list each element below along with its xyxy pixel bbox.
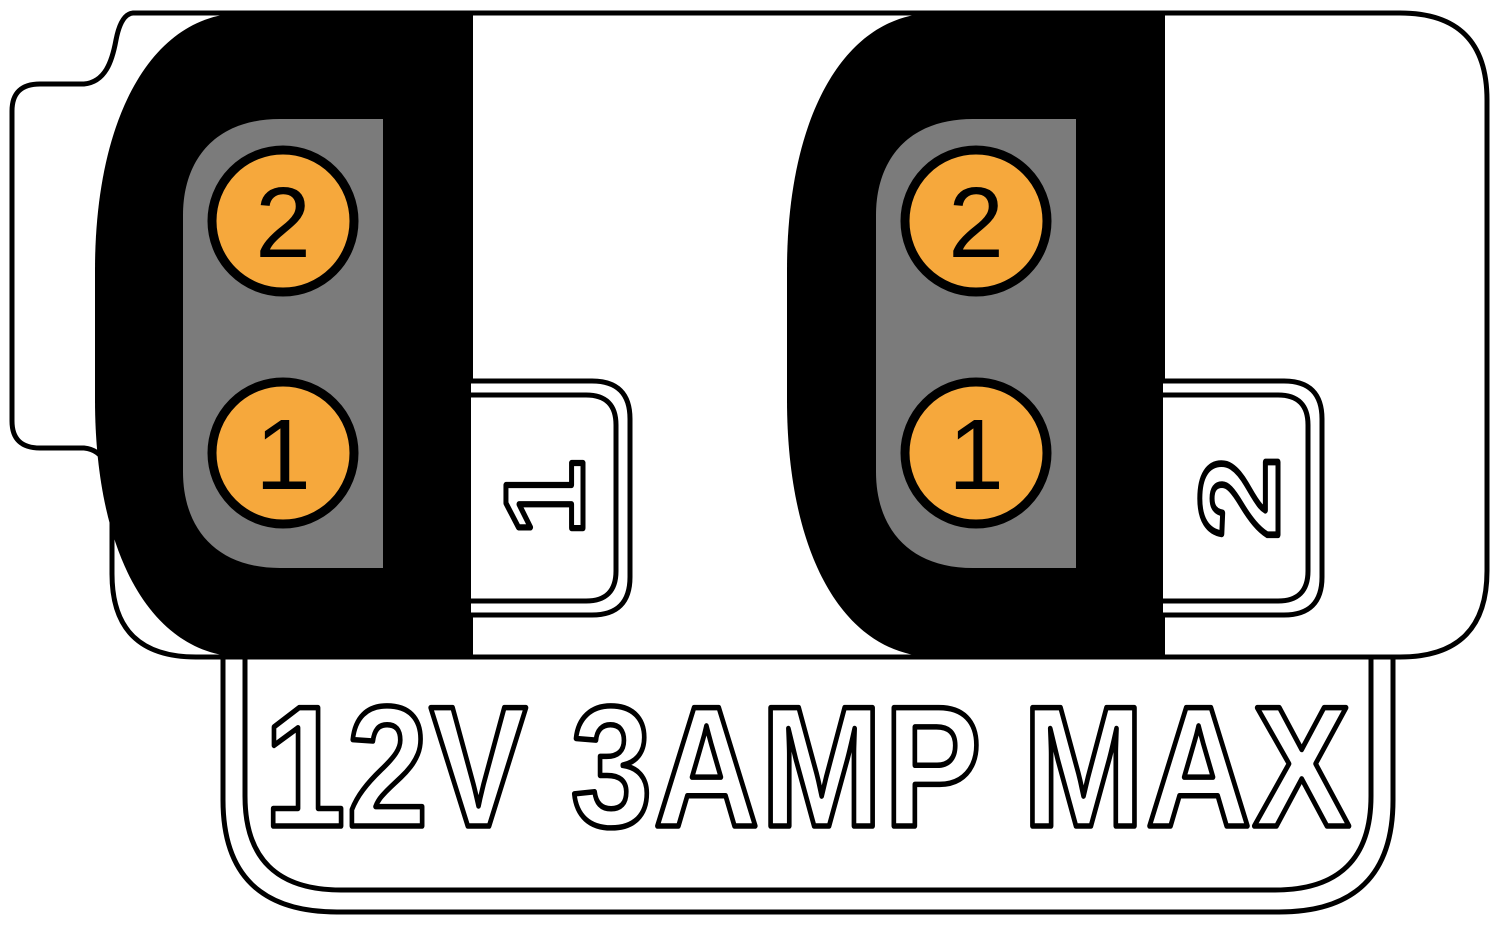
port-1-pin-2-label: 2 <box>255 167 311 279</box>
port-2: 2 1 2 <box>787 13 1325 657</box>
port-1-number: 1 <box>481 459 606 537</box>
rating-tab-outer-outline <box>220 656 1396 915</box>
port-2-pin-1 <box>900 377 1052 529</box>
port-2-number: 2 <box>1178 456 1303 540</box>
port-2-pin-2-label: 2 <box>948 167 1004 279</box>
rating-tab-inner-outline <box>242 656 1374 893</box>
port-2-number-badge: 2 <box>1163 378 1325 618</box>
port-2-pin-2 <box>900 145 1052 297</box>
port-2-pin-1-label: 1 <box>948 399 1004 511</box>
port-1-badge-inner-outline <box>471 392 619 604</box>
port-1-pin-1-label: 1 <box>255 399 311 511</box>
port-1: 2 1 1 <box>95 13 633 657</box>
port-1-number-badge: 1 <box>471 378 633 618</box>
port-1-pin-2 <box>207 145 359 297</box>
rating-tab: 12V 3AMP MAX <box>220 656 1396 915</box>
port-1-badge-outer-outline <box>471 378 633 618</box>
port-2-badge-inner-outline <box>1163 392 1311 604</box>
rating-label: 12V 3AMP MAX <box>264 671 1352 863</box>
port-1-pin-1 <box>207 377 359 529</box>
port-2-badge-outer-outline <box>1163 378 1325 618</box>
